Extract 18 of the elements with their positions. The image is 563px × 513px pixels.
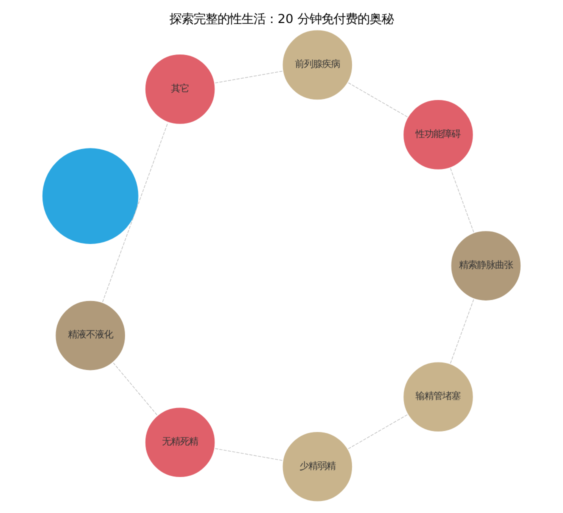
connector bbox=[102, 122, 168, 302]
connector bbox=[214, 70, 283, 84]
node-circle: 前列腺疾病 bbox=[280, 28, 354, 102]
node-circle: 精液不液化 bbox=[54, 299, 127, 372]
node-circle: 输精管堵塞 bbox=[402, 360, 475, 434]
node-circle: 少精弱精 bbox=[280, 430, 354, 504]
connector bbox=[348, 82, 408, 118]
node-circle bbox=[40, 146, 140, 246]
node-circle: 其它 bbox=[144, 52, 217, 126]
diagram-title: 探索完整的性生活：20 分钟免付费的奥秘 bbox=[170, 12, 394, 26]
connector bbox=[450, 168, 474, 233]
node-circle: 无精死精 bbox=[144, 406, 217, 479]
connector bbox=[348, 414, 408, 450]
node-circle: 性功能障碍 bbox=[402, 98, 475, 172]
connector bbox=[113, 362, 158, 416]
connector bbox=[450, 299, 474, 364]
node-circle: 精索静脉曲张 bbox=[449, 229, 522, 302]
connector bbox=[214, 448, 283, 461]
